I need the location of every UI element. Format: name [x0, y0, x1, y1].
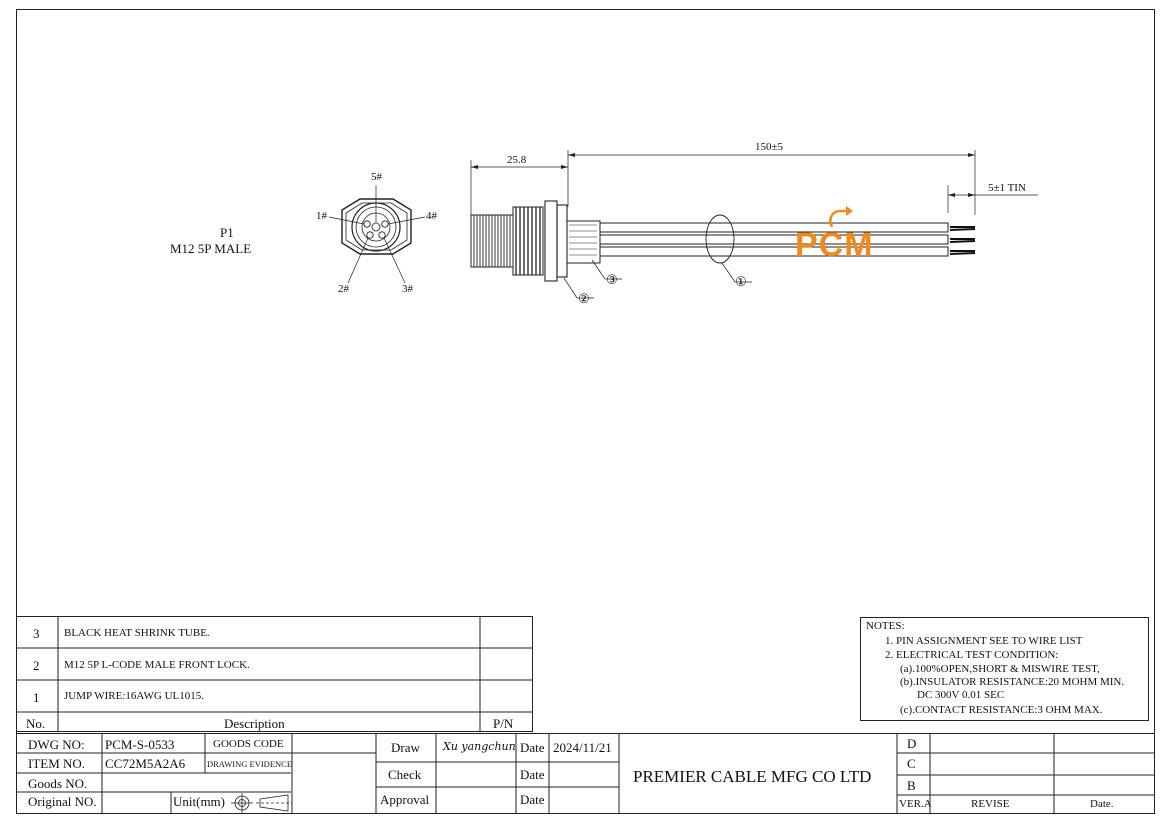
- pin-4-label: 4#: [426, 210, 437, 222]
- bom-row-description: JUMP WIRE:16AWG UL1015.: [64, 690, 204, 702]
- callout-3: ③: [606, 272, 618, 287]
- item-no-label: ITEM NO.: [28, 756, 86, 771]
- note-line: (b).INSULATOR RESISTANCE:20 MOHM MIN.: [900, 676, 1125, 688]
- bom-header-no: No.: [26, 716, 46, 731]
- note-line: 1. PIN ASSIGNMENT SEE TO WIRE LIST: [885, 635, 1083, 647]
- title-block-grid: [16, 733, 1155, 814]
- check-label: Check: [388, 767, 422, 782]
- pin-1-label: 1#: [316, 210, 327, 222]
- notes-title: NOTES:: [866, 620, 905, 632]
- connector-type: M12 5P MALE: [170, 241, 252, 256]
- drawing-evidence-label: DRAWING EVIDENCE: [207, 759, 293, 769]
- goods-code-label: GOODS CODE: [213, 738, 284, 750]
- revision-a: VER.A: [899, 798, 932, 810]
- connector-name: P1: [220, 225, 234, 240]
- revision-b: B: [907, 778, 916, 793]
- callout-2: ②: [578, 291, 590, 306]
- check-date-label: Date: [520, 767, 545, 782]
- pin-2-label: 2#: [338, 283, 349, 295]
- revision-c: C: [907, 756, 916, 771]
- bom-table-grid: [16, 616, 533, 732]
- bom-row-no: 2: [33, 658, 40, 673]
- draw-date-label: Date: [520, 740, 545, 755]
- dwg-no-label: DWG NO:: [28, 737, 85, 752]
- dim-cable-length: 150±5: [755, 141, 784, 153]
- cable-side-view: [470, 150, 1038, 299]
- dim-strip-length: 5±1 TIN: [988, 182, 1026, 194]
- draw-signature: Xu yangchun: [443, 740, 516, 753]
- dim-body-length: 25.8: [507, 154, 527, 166]
- pin-3-label: 3#: [402, 283, 413, 295]
- bom-row-description: M12 5P L-CODE MALE FRONT LOCK.: [64, 659, 250, 671]
- draw-date: 2024/11/21: [553, 740, 612, 755]
- draw-label: Draw: [391, 740, 420, 755]
- approval-date-label: Date: [520, 792, 545, 807]
- bom-row-no: 1: [33, 690, 40, 705]
- goods-no-label: Goods NO.: [28, 776, 88, 791]
- pcm-logo: PCM: [795, 226, 874, 264]
- note-line: (c).CONTACT RESISTANCE:3 OHM MAX.: [900, 704, 1103, 716]
- approval-label: Approval: [380, 792, 430, 807]
- bom-row-description: BLACK HEAT SHRINK TUBE.: [64, 627, 210, 639]
- bom-header-pn: P/N: [493, 716, 514, 731]
- pin-5-label: 5#: [371, 171, 382, 183]
- revision-d: D: [907, 736, 917, 751]
- connector-face-view: [328, 185, 426, 284]
- dwg-no-value: PCM-S-0533: [105, 737, 175, 752]
- bom-header-description: Description: [224, 716, 285, 731]
- note-line: 2. ELECTRICAL TEST CONDITION:: [885, 649, 1059, 661]
- note-line: DC 300V 0.01 SEC: [917, 689, 1005, 701]
- item-no-value: CC72M5A2A6: [105, 756, 186, 771]
- revision-date-label: Date.: [1090, 798, 1114, 810]
- notes-box: [860, 617, 1149, 721]
- note-line: (a).100%OPEN,SHORT & MISWIRE TEST,: [900, 663, 1100, 675]
- company-name: PREMIER CABLE MFG CO LTD: [633, 767, 872, 786]
- unit-label: Unit(mm): [173, 794, 225, 809]
- bom-row-no: 3: [33, 626, 40, 641]
- revise-label: REVISE: [971, 798, 1010, 810]
- original-no-label: Original NO.: [28, 794, 97, 809]
- callout-1: ①: [735, 274, 747, 289]
